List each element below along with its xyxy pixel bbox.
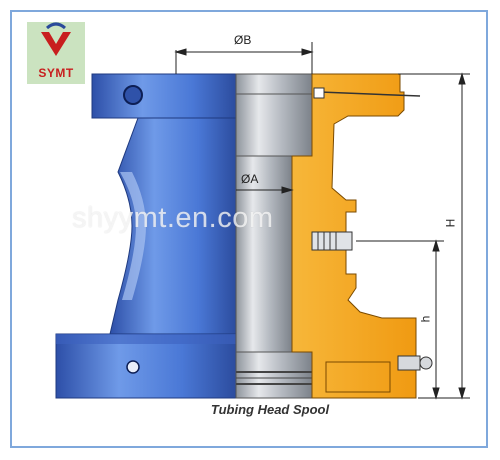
symt-logo: SYMT (27, 22, 85, 84)
dim-label-h-total: H (443, 218, 458, 228)
logo-emblem-icon (41, 22, 71, 56)
logo-text: SYMT (38, 66, 74, 80)
orange-section (291, 73, 433, 399)
blue-body (55, 73, 237, 399)
watermark: shyymt.en.com (72, 202, 274, 234)
dim-label-a: ØA (241, 172, 259, 186)
dimension-lines (174, 42, 470, 400)
dim-label-b: ØB (234, 33, 252, 47)
figure-caption: Tubing Head Spool (210, 402, 330, 417)
dim-label-h-small: h (418, 315, 433, 323)
